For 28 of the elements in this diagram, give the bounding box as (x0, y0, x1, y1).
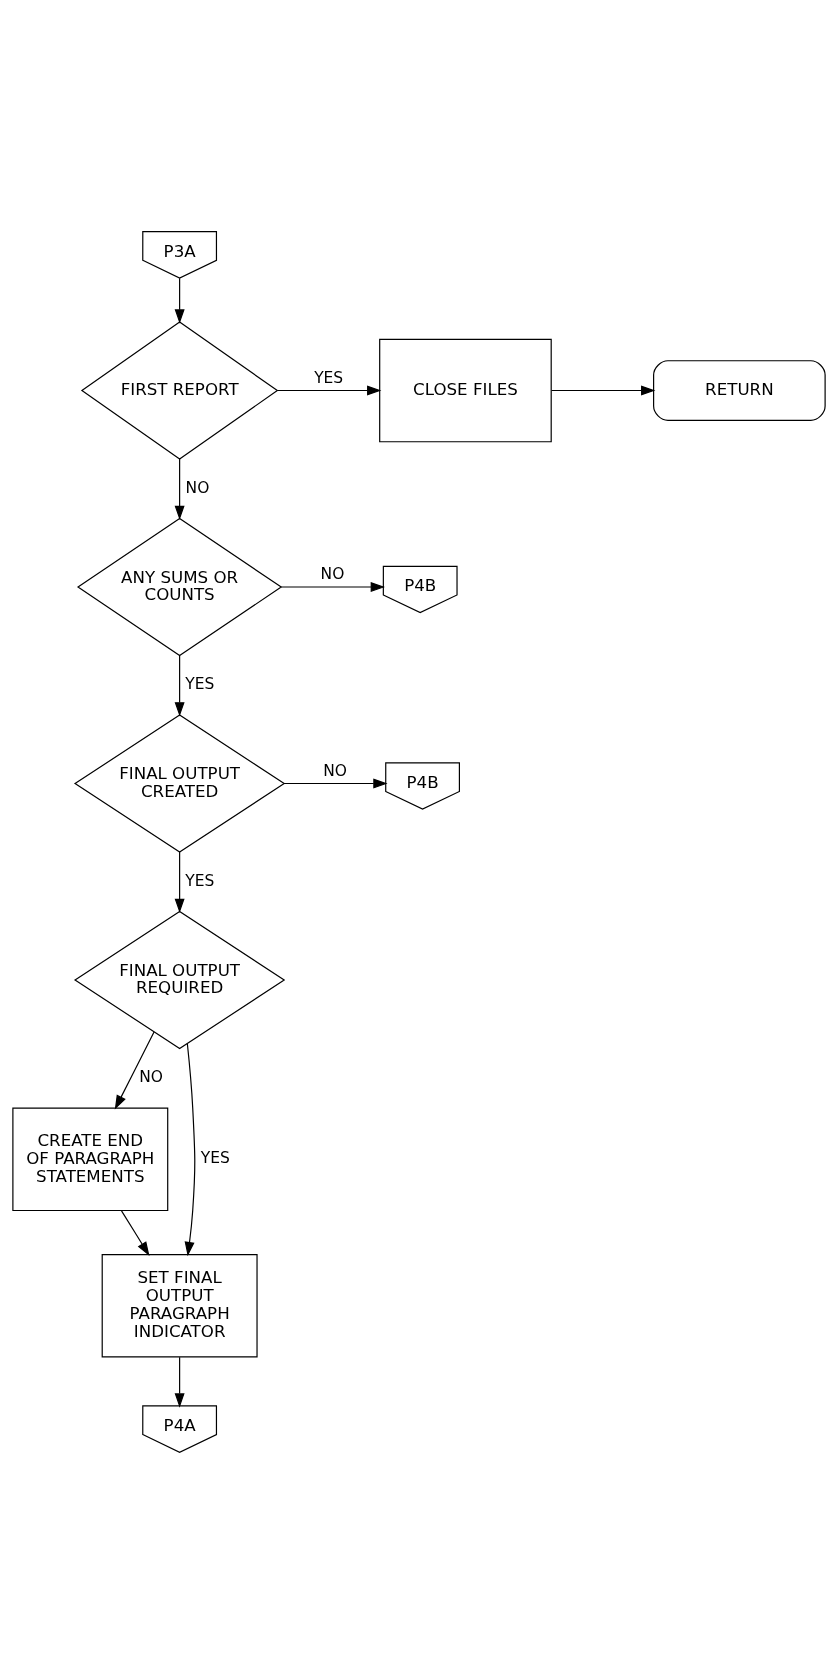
edge-label: YES (314, 368, 344, 387)
arrow (280, 581, 385, 592)
edge-label: NO (139, 1067, 163, 1086)
edge-label: NO (323, 761, 347, 780)
arrow (174, 1356, 185, 1408)
edge-label: NO (320, 564, 345, 583)
edge-label: YES (185, 674, 215, 693)
node-box: CLOSE FILES (379, 338, 552, 442)
arrow (174, 850, 185, 913)
edge-label: YES (185, 871, 215, 890)
arrow (550, 385, 656, 396)
edge-label: YES (200, 1148, 230, 1167)
arrow (174, 654, 185, 717)
arrow (174, 277, 185, 324)
arrow (114, 1030, 155, 1110)
node-diamond: FINAL OUTPUT CREATED (73, 713, 286, 853)
edge-label: NO (185, 478, 210, 497)
arrow (283, 778, 388, 789)
node-box: CREATE END OF PARAGRAPH STATEMENTS (12, 1106, 169, 1211)
node-diamond: FINAL OUTPUT REQUIRED (73, 910, 286, 1049)
arrow (184, 1042, 196, 1256)
node-box: SET FINAL OUTPUT PARAGRAPH INDICATOR (101, 1253, 258, 1358)
node-diamond: ANY SUMS OR COUNTS (76, 517, 283, 656)
arrow (174, 457, 185, 520)
node-box: RETURN (653, 359, 826, 421)
node-diamond: FIRST REPORT (80, 320, 279, 460)
arrow (277, 385, 382, 396)
arrow (120, 1209, 150, 1256)
